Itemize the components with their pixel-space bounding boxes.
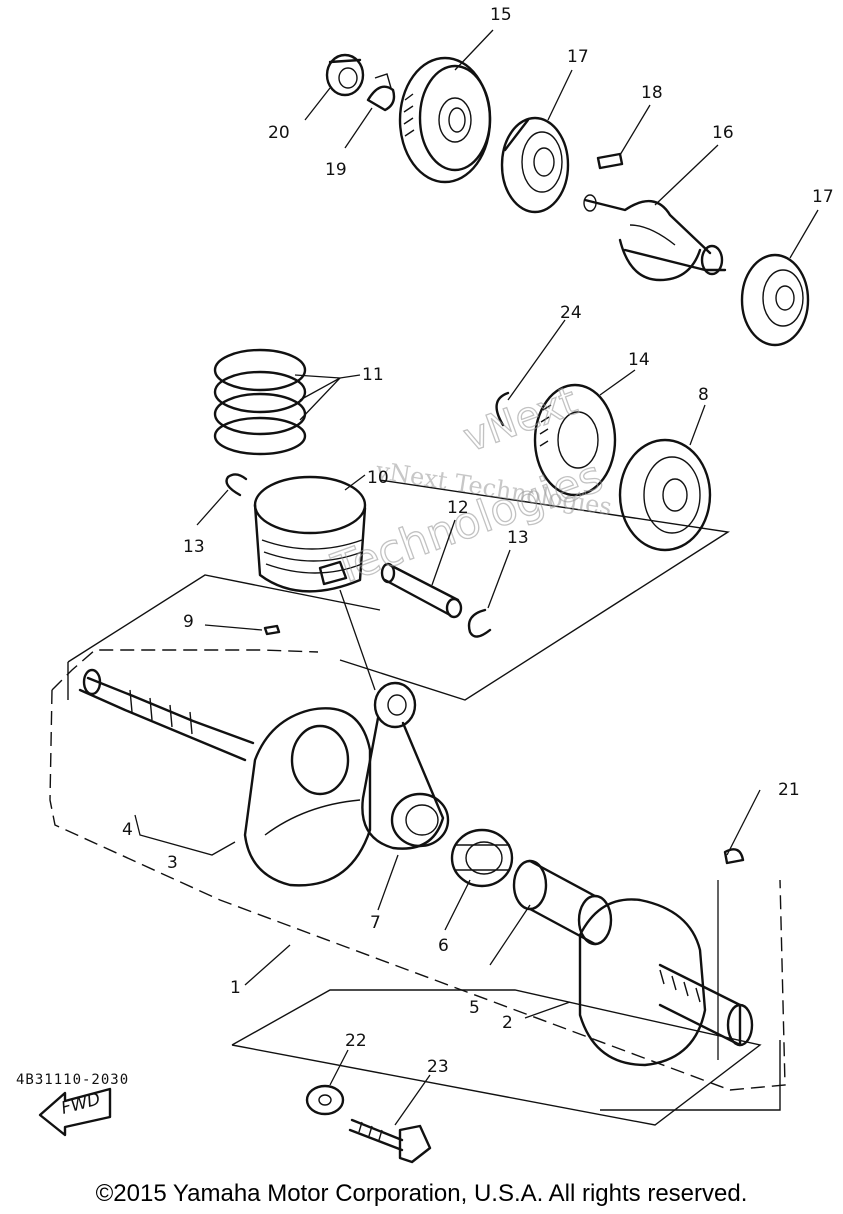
part-18-key xyxy=(596,152,624,170)
part-17-bearing-upper xyxy=(500,116,570,214)
callout-1: 1 xyxy=(230,978,241,998)
part-7-connecting-rod xyxy=(361,681,450,850)
callout-20: 20 xyxy=(268,123,290,143)
callout-13-left: 13 xyxy=(183,537,205,557)
callout-17-lower: 17 xyxy=(812,187,834,207)
callout-numbers: 1 2 3 4 5 6 7 8 9 10 11 12 13 13 14 15 1… xyxy=(122,5,834,1077)
fwd-arrow-icon: FWD xyxy=(38,1087,112,1137)
callout-3: 3 xyxy=(167,853,178,873)
diagram-code: 4B31110-2030 xyxy=(16,1072,130,1088)
part-22-washer xyxy=(305,1084,345,1116)
copyright-notice: ©2015 Yamaha Motor Corporation, U.S.A. A… xyxy=(95,1180,748,1207)
part-12-piston-pin xyxy=(380,562,463,619)
callout-6: 6 xyxy=(438,936,449,956)
callout-17-upper: 17 xyxy=(567,47,589,67)
group-boundaries xyxy=(49,479,786,1126)
callout-13-right: 13 xyxy=(507,528,529,548)
part-15-drive-gear xyxy=(398,56,492,184)
callout-14: 14 xyxy=(628,350,650,370)
part-17-bearing-lower xyxy=(740,253,810,347)
part-10-piston xyxy=(253,475,367,593)
part-23-bolt xyxy=(348,1118,432,1164)
part-5-crank-pin xyxy=(512,859,613,946)
svg-text:vNext: vNext xyxy=(458,378,584,461)
callout-7: 7 xyxy=(370,913,381,933)
callout-2: 2 xyxy=(502,1013,513,1033)
part-16-balancer-shaft xyxy=(583,194,727,282)
callout-24: 24 xyxy=(560,303,582,323)
part-11-piston-rings xyxy=(213,348,307,456)
part-13-clip-right xyxy=(467,608,492,638)
part-8-bearing xyxy=(618,438,712,552)
callout-11: 11 xyxy=(362,365,384,385)
callout-8: 8 xyxy=(698,385,709,405)
part-6-needle-bearing xyxy=(450,828,514,888)
callout-5: 5 xyxy=(469,998,480,1018)
part-13-clip-left xyxy=(225,473,248,497)
part-19-lock-washer xyxy=(366,73,396,112)
callout-10: 10 xyxy=(367,468,389,488)
callout-9: 9 xyxy=(183,612,194,632)
part-4-crank-left xyxy=(78,668,372,887)
part-21-woodruff-key xyxy=(723,848,745,865)
callout-12: 12 xyxy=(447,498,469,518)
callout-15: 15 xyxy=(490,5,512,25)
callout-4: 4 xyxy=(122,820,133,840)
callout-21: 21 xyxy=(778,780,800,800)
part-24-circlip xyxy=(495,391,510,427)
part-2-crank-right xyxy=(578,898,754,1067)
callout-22: 22 xyxy=(345,1031,367,1051)
callout-19: 19 xyxy=(325,160,347,180)
callout-23: 23 xyxy=(427,1057,449,1077)
part-20-nut xyxy=(325,53,365,97)
callout-18: 18 xyxy=(641,83,663,103)
part-9-key xyxy=(263,624,281,636)
part-14-balancer-drive-gear xyxy=(533,383,617,497)
leader-lines xyxy=(134,29,819,1126)
callout-16: 16 xyxy=(712,123,734,143)
